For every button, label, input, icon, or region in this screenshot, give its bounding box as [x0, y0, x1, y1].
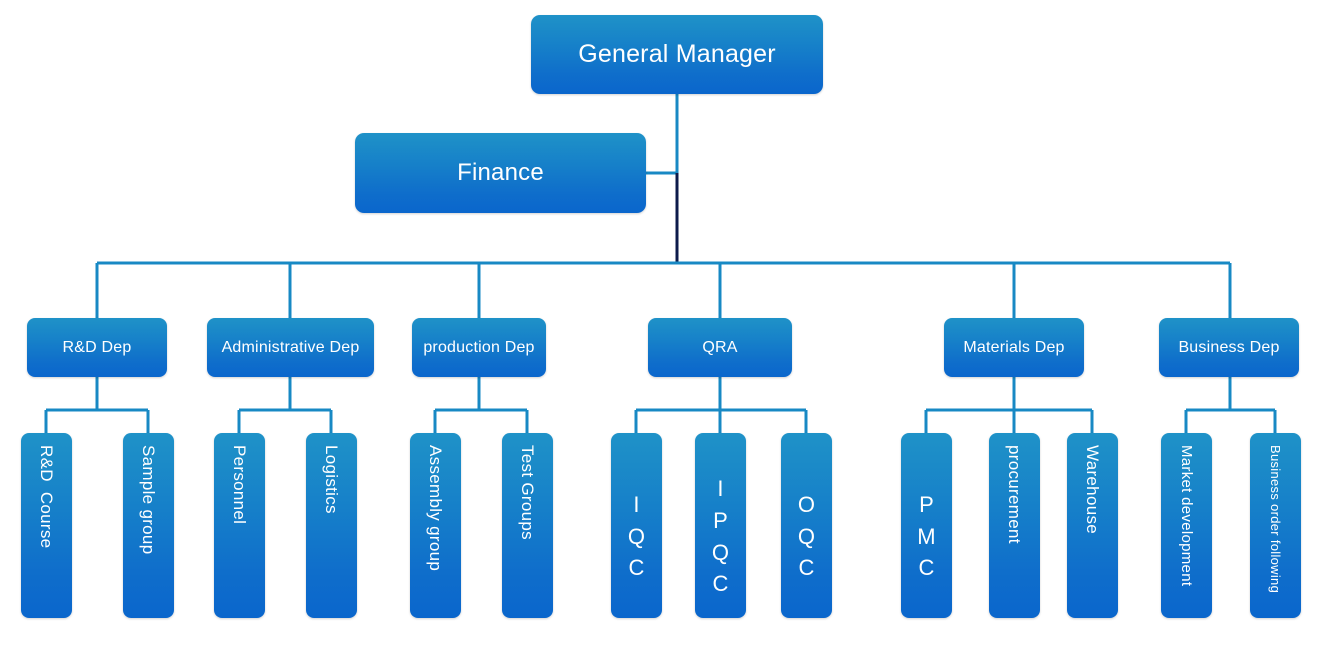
node-label: R&D Course: [37, 445, 56, 549]
node-administrative-dep[interactable]: Administrative Dep: [207, 318, 374, 377]
node-finance[interactable]: Finance: [355, 133, 646, 213]
node-label: Warehouse: [1083, 445, 1102, 535]
node-label: Logistics: [322, 445, 341, 514]
node-label: Business order following: [1268, 445, 1283, 594]
node-label: Finance: [457, 159, 544, 186]
node-procurement[interactable]: procurement: [989, 433, 1040, 618]
node-label: Market development: [1178, 445, 1195, 587]
node-label: Materials Dep: [963, 338, 1065, 356]
node-sample-group[interactable]: Sample group: [123, 433, 174, 618]
node-label: Administrative Dep: [221, 338, 360, 356]
node-label: Business Dep: [1178, 338, 1280, 356]
node-warehouse[interactable]: Warehouse: [1067, 433, 1118, 618]
node-rnd-dep[interactable]: R&D Dep: [27, 318, 167, 377]
node-label-letter: I: [717, 475, 724, 501]
node-label-letter: C: [798, 555, 815, 581]
node-pmc[interactable]: P M C: [901, 433, 952, 618]
node-label-letter: I: [633, 491, 640, 517]
node-materials-dep[interactable]: Materials Dep: [944, 318, 1084, 377]
node-label: R&D Dep: [62, 338, 132, 356]
node-label-letter: Q: [797, 523, 816, 549]
node-production-dep[interactable]: production Dep: [412, 318, 546, 377]
node-assembly-group[interactable]: Assembly group: [410, 433, 461, 618]
node-test-groups[interactable]: Test Groups: [502, 433, 553, 618]
node-label: QRA: [702, 338, 738, 356]
node-label: production Dep: [423, 338, 535, 356]
node-label-letter: C: [918, 555, 935, 581]
node-business-dep[interactable]: Business Dep: [1159, 318, 1299, 377]
node-label: procurement: [1005, 445, 1024, 544]
node-label-letter: Q: [627, 523, 646, 549]
node-personnel[interactable]: Personnel: [214, 433, 265, 618]
node-ipqc[interactable]: I P Q C: [695, 433, 746, 618]
node-qra-dep[interactable]: QRA: [648, 318, 792, 377]
node-label: Personnel: [230, 445, 249, 525]
node-label-letter: Q: [711, 539, 730, 565]
node-iqc[interactable]: I Q C: [611, 433, 662, 618]
node-label-letter: C: [712, 571, 729, 597]
node-label-letter: O: [797, 491, 816, 517]
node-label: Sample group: [139, 445, 158, 555]
node-label: Test Groups: [518, 445, 537, 540]
node-label-letter: C: [628, 555, 645, 581]
node-label-letter: P: [713, 507, 728, 533]
node-oqc[interactable]: O Q C: [781, 433, 832, 618]
node-label-letter: P: [919, 491, 934, 517]
node-general-manager[interactable]: General Manager: [531, 15, 823, 94]
node-label: General Manager: [578, 40, 776, 68]
node-market-development[interactable]: Market development: [1161, 433, 1212, 618]
node-label-letter: M: [917, 523, 936, 549]
node-logistics[interactable]: Logistics: [306, 433, 357, 618]
node-label: Assembly group: [426, 445, 445, 572]
node-business-order-following[interactable]: Business order following: [1250, 433, 1301, 618]
node-rnd-course[interactable]: R&D Course: [21, 433, 72, 618]
